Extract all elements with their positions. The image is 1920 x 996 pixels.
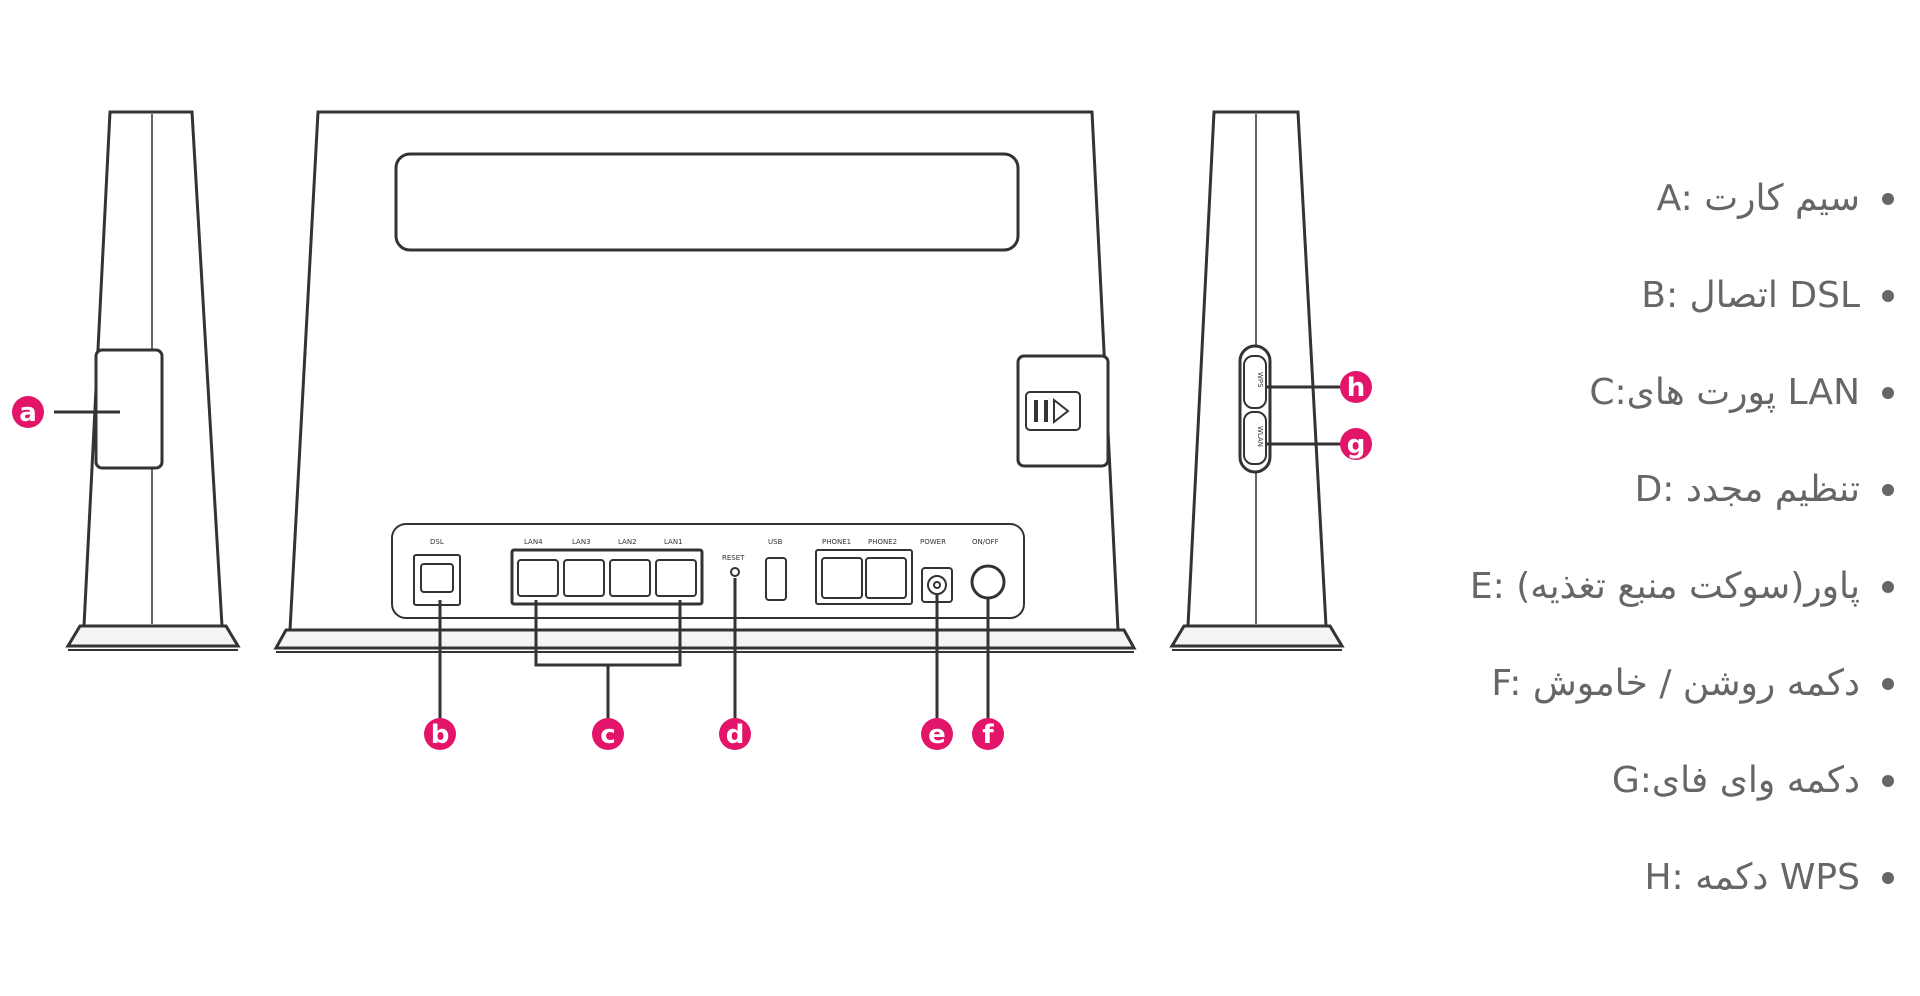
- phone2-label: PHONE2: [868, 538, 897, 546]
- router-left-side-view: [65, 110, 241, 651]
- legend-item-text: E: پاور(سوکت منبع تغذیه): [1469, 566, 1860, 607]
- svg-text:g: g: [1347, 430, 1366, 460]
- bullet-icon: [1882, 774, 1894, 787]
- dsl-port-label: DSL: [430, 538, 444, 546]
- lan2-port-label: LAN2: [618, 538, 637, 546]
- wps-button-label: WPS: [1256, 372, 1264, 388]
- bullet-icon: [1882, 192, 1894, 205]
- power-label: POWER: [920, 538, 946, 546]
- legend-item-text: C:پورت های LAN: [1589, 372, 1860, 413]
- callout-e: e: [921, 718, 953, 750]
- svg-text:h: h: [1347, 373, 1366, 403]
- phone1-port: [821, 557, 863, 599]
- callout-c: c: [592, 718, 624, 750]
- onoff-label: ON/OFF: [972, 538, 999, 546]
- legend-item-e: E: پاور(سوکت منبع تغذیه): [1294, 538, 1894, 635]
- router-diagram: DSL LAN4 LAN3 LAN2 LAN1 RESET USB PHONE1…: [12, 110, 1372, 750]
- callout-f: f: [972, 718, 1004, 750]
- legend-item-h: H: دکمه WPS: [1294, 829, 1894, 926]
- lan3-port: [563, 559, 605, 597]
- lan3-port-label: LAN3: [572, 538, 591, 546]
- router-rear-view: [273, 110, 1137, 653]
- top-window: [394, 152, 1020, 252]
- bullet-icon: [1882, 386, 1894, 399]
- lan1-port: [655, 559, 697, 597]
- callout-h: h: [1340, 371, 1372, 403]
- leader-lines: [438, 385, 1340, 718]
- bullet-icon: [1882, 580, 1894, 593]
- lan1-port-label: LAN1: [664, 538, 683, 546]
- legend-item-b: B: اتصال DSL: [1294, 247, 1894, 344]
- lan4-port: [517, 559, 559, 597]
- legend-item-text: D: تنظیم مجدد: [1634, 469, 1860, 510]
- wlan-button: [1243, 411, 1267, 465]
- svg-text:c: c: [600, 720, 615, 750]
- reset-pinhole: [730, 567, 740, 577]
- svg-text:e: e: [928, 720, 946, 750]
- legend-item-text: G:دکمه وای فای: [1611, 760, 1860, 801]
- legend-item-text: A: سیم کارت: [1656, 178, 1860, 219]
- usb-label: USB: [768, 538, 783, 546]
- lan2-port: [609, 559, 651, 597]
- callout-g: g: [1340, 428, 1372, 460]
- legend-item-text: H: دکمه WPS: [1644, 857, 1860, 898]
- bullet-icon: [1882, 483, 1894, 496]
- bullet-icon: [1882, 871, 1894, 884]
- router-right-side-view: [1169, 110, 1345, 651]
- legend-item-c: C:پورت های LAN: [1294, 344, 1894, 441]
- svg-text:b: b: [431, 720, 450, 750]
- reset-label: RESET: [722, 554, 745, 562]
- sim-card-slot: [94, 348, 164, 470]
- bullet-icon: [1882, 289, 1894, 302]
- svg-text:a: a: [19, 398, 37, 428]
- callout-a: a: [12, 396, 44, 428]
- bullet-icon: [1882, 677, 1894, 690]
- onoff-button: [970, 564, 1006, 600]
- phone2-port: [865, 557, 907, 599]
- wlan-button-label: WLAN: [1256, 426, 1264, 447]
- port-group: [413, 548, 1006, 606]
- svg-text:f: f: [982, 720, 994, 750]
- svg-text:d: d: [726, 720, 745, 750]
- legend-item-text: F: دکمه روشن / خاموش: [1491, 663, 1860, 704]
- phone1-label: PHONE1: [822, 538, 851, 546]
- legend-item-d: D: تنظیم مجدد: [1294, 441, 1894, 538]
- legend-item-text: B: اتصال DSL: [1641, 275, 1860, 316]
- callout-b: b: [424, 718, 456, 750]
- lan4-port-label: LAN4: [524, 538, 543, 546]
- lan-ports-block: [510, 548, 704, 606]
- legend-list: A: سیم کارت B: اتصال DSL C:پورت های LAN …: [1294, 150, 1894, 926]
- usb-port: [765, 557, 787, 601]
- wps-button: [1243, 355, 1267, 409]
- legend-item-f: F: دکمه روشن / خاموش: [1294, 635, 1894, 732]
- legend-item-g: G:دکمه وای فای: [1294, 732, 1894, 829]
- callout-d: d: [719, 718, 751, 750]
- legend-item-a: A: سیم کارت: [1294, 150, 1894, 247]
